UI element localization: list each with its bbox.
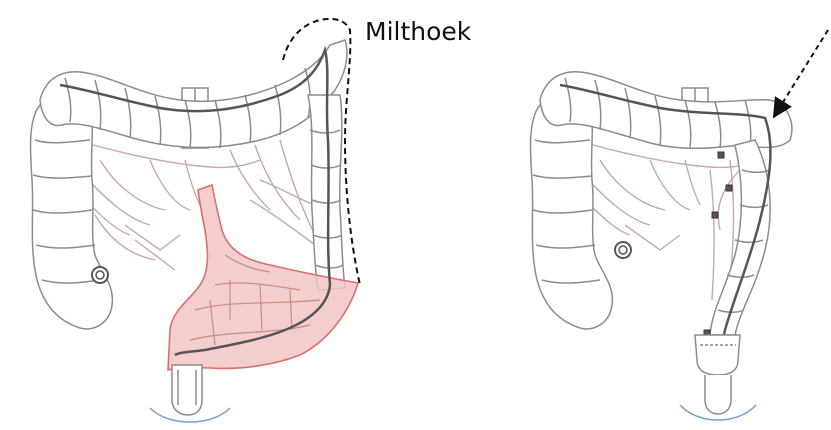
left-ascending-colon [30, 105, 112, 329]
left-ileocecal [92, 267, 108, 283]
left-mesentery [75, 140, 315, 270]
right-ascending-colon [530, 105, 612, 329]
right-rectum [695, 335, 740, 414]
left-colon-figure [30, 19, 360, 422]
arrow-icon [775, 30, 828, 115]
right-descending-colon [710, 140, 770, 335]
right-colon-figure [530, 30, 828, 420]
left-rectum [172, 365, 202, 415]
right-ileocecal [615, 242, 631, 258]
splenic-flexure-label: Milthoek [365, 17, 472, 46]
